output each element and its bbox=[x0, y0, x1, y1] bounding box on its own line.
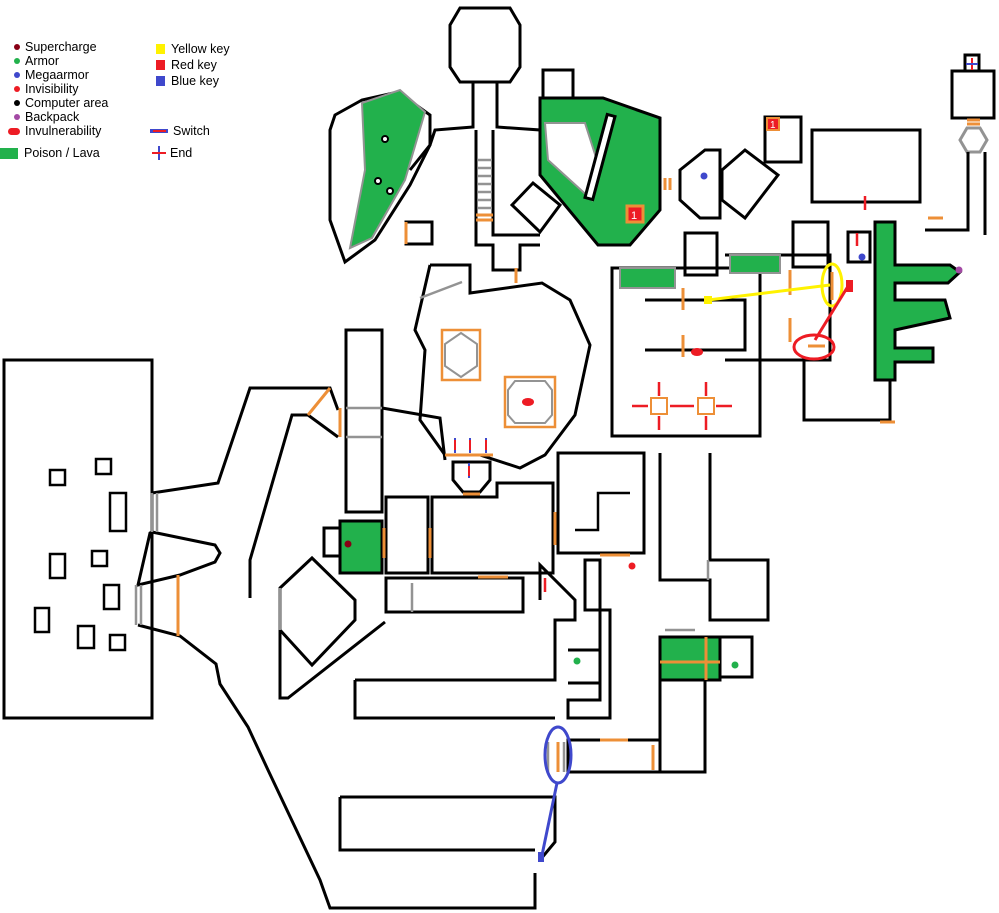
end-marker bbox=[966, 58, 978, 70]
computer-area-item bbox=[381, 135, 389, 143]
legend-supercharge: Supercharge bbox=[14, 40, 97, 54]
legend-invisibility: Invisibility bbox=[14, 82, 79, 96]
red-key-link bbox=[792, 280, 853, 361]
lava-spine bbox=[873, 220, 963, 382]
legend-megaarmor: Megaarmor bbox=[14, 68, 89, 82]
supercharge-item bbox=[344, 540, 352, 548]
invulnerability-item bbox=[522, 398, 534, 406]
armor-item bbox=[731, 661, 739, 669]
west-hall-pillars bbox=[33, 457, 128, 652]
room-west-hall bbox=[2, 358, 154, 720]
legend-blue-key: Blue key bbox=[156, 74, 219, 88]
backpack-item bbox=[955, 266, 963, 274]
computer-area-icon bbox=[14, 100, 20, 106]
corridor-west-upper bbox=[151, 386, 340, 495]
switch-arrow-icon bbox=[150, 129, 168, 133]
teleporter-1-north bbox=[625, 204, 645, 224]
doors bbox=[176, 118, 980, 772]
computer-area-item bbox=[386, 187, 394, 195]
room-north-octagon bbox=[448, 6, 522, 84]
invulnerability-icon bbox=[8, 127, 20, 135]
megaarmor-item bbox=[858, 253, 866, 261]
legend-armor: Armor bbox=[14, 54, 59, 68]
legend-yellow-key: Yellow key bbox=[156, 42, 230, 56]
legend-red-key: Red key bbox=[156, 58, 217, 72]
yellow-key-icon bbox=[156, 44, 165, 54]
room-central-chamber bbox=[413, 263, 592, 470]
legend-switch: Switch bbox=[150, 124, 210, 138]
legend-invulnerability: Invulnerability bbox=[8, 124, 101, 138]
blue-key-link bbox=[538, 725, 573, 862]
backpack-icon bbox=[14, 114, 20, 120]
corridor-ns bbox=[344, 328, 384, 514]
legend-poison-lava: Poison / Lava bbox=[0, 146, 100, 160]
invisibility-icon bbox=[14, 86, 20, 92]
megaarmor-item bbox=[700, 172, 708, 180]
legend-end: End bbox=[152, 146, 192, 160]
steps bbox=[134, 158, 710, 772]
end-cross-icon bbox=[152, 146, 166, 160]
room-zigzag bbox=[556, 451, 646, 555]
supercharge-icon bbox=[14, 44, 20, 50]
switches bbox=[454, 196, 867, 592]
teleporter-label: 1 bbox=[631, 210, 637, 222]
armor-item bbox=[573, 657, 581, 665]
megaarmor-icon bbox=[14, 72, 20, 78]
teleporter-label: 1 bbox=[770, 120, 776, 131]
invisibility-item bbox=[628, 562, 636, 570]
computer-area-item bbox=[374, 177, 382, 185]
lava-icon bbox=[0, 147, 18, 159]
legend-computer-area: Computer area bbox=[14, 96, 108, 110]
room-east-hub bbox=[810, 128, 922, 204]
red-key-icon bbox=[156, 60, 165, 70]
blue-key-icon bbox=[156, 76, 165, 86]
armor-icon bbox=[14, 58, 20, 64]
legend-backpack: Backpack bbox=[14, 110, 79, 124]
invulnerability-item bbox=[691, 348, 703, 356]
yellow-key-link bbox=[704, 262, 844, 308]
